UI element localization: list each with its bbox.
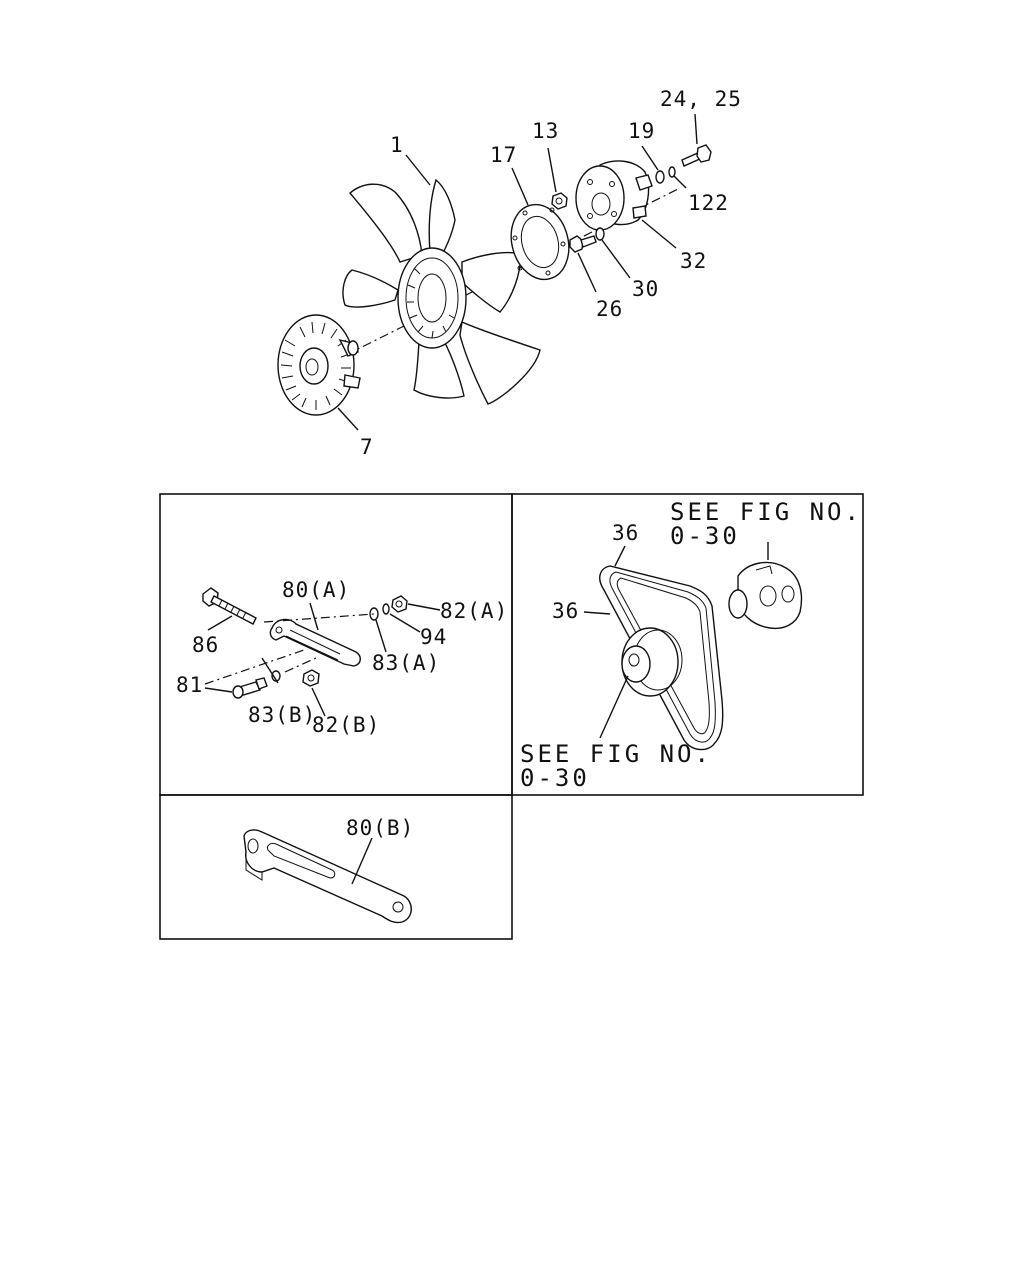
callout-122: 122 <box>688 191 729 215</box>
bracket-80a <box>269 618 361 667</box>
callout-36-left: 36 <box>552 599 579 623</box>
fan-clutch <box>277 314 361 416</box>
callout-26: 26 <box>596 297 623 321</box>
washer-30 <box>595 227 605 241</box>
panel-drive-belt: 36 36 SEE FIG NO. 0-30 SEE FIG NO. 0-30 <box>511 493 864 796</box>
see-fig-ref-pulley-line2: 0-30 <box>520 764 590 792</box>
see-fig-ref-pulley-line1: SEE FIG NO. <box>520 740 712 768</box>
callout-24-25: 24, 25 <box>660 87 742 111</box>
callout-80a: 80(A) <box>282 578 350 602</box>
bolt-24-25 <box>681 144 712 167</box>
washer-19 <box>655 170 665 184</box>
callout-94: 94 <box>420 625 447 649</box>
callout-86: 86 <box>192 633 219 657</box>
nut-82a <box>391 595 408 613</box>
bolt-86 <box>202 587 257 625</box>
washer-94 <box>382 603 390 615</box>
callout-1: 1 <box>390 133 404 157</box>
nut-82b <box>302 669 320 687</box>
nut-13 <box>551 192 568 210</box>
crank-pulley <box>621 627 683 697</box>
bolt-81 <box>232 677 268 699</box>
see-fig-ref-pump-line1: SEE FIG NO. <box>670 498 862 526</box>
callout-17: 17 <box>490 143 517 167</box>
panel-bracket-80b: 80(B) <box>159 794 513 940</box>
cooling-fan <box>342 178 541 405</box>
callout-82b: 82(B) <box>312 713 380 737</box>
panel-bracket-80a: 80(A) 86 81 83(B) 82(B) 83(A) 94 82(A) <box>159 493 513 796</box>
bolt-26 <box>569 235 597 253</box>
callout-19: 19 <box>628 119 655 143</box>
callout-7: 7 <box>360 435 374 459</box>
washer-122 <box>668 166 676 178</box>
callout-13: 13 <box>532 119 559 143</box>
fan-pulley <box>575 160 653 231</box>
callout-83a: 83(A) <box>372 651 440 675</box>
callout-83b: 83(B) <box>248 703 316 727</box>
see-fig-ref-pump-line2: 0-30 <box>670 522 740 550</box>
washer-83a <box>369 607 379 621</box>
callout-82a: 82(A) <box>440 599 508 623</box>
callout-30: 30 <box>632 277 659 301</box>
callout-81: 81 <box>176 673 203 697</box>
callout-32: 32 <box>680 249 707 273</box>
fan-assembly-exploded-view: 1 17 13 19 24, 25 122 32 30 26 7 <box>277 87 742 459</box>
callout-80b: 80(B) <box>346 816 414 840</box>
bracket-80b <box>243 829 412 924</box>
water-pump <box>728 561 803 630</box>
spacer-plate <box>510 203 570 281</box>
callout-36-top: 36 <box>612 521 639 545</box>
